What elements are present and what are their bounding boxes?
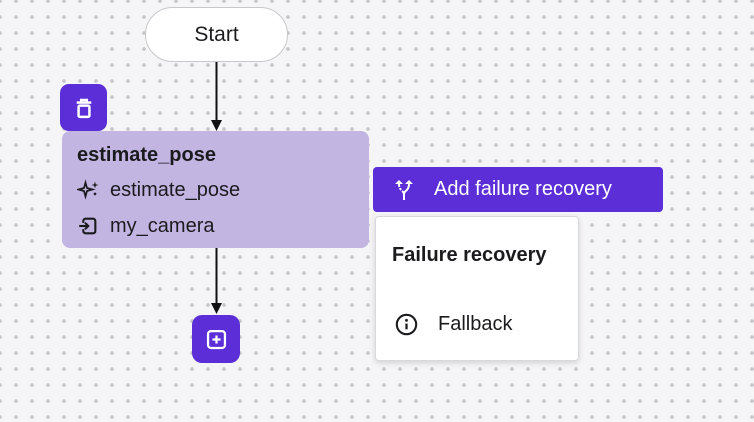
fallback-option-label: Fallback [438,312,513,335]
add-failure-recovery-label: Add failure recovery [434,178,612,200]
delete-node-button[interactable] [60,84,107,131]
trash-icon [76,98,91,118]
input-icon [79,217,97,235]
branch-icon [395,179,413,200]
sparkle-icon [77,179,99,200]
plus-box-icon [206,329,226,349]
resource-name: my_camera [110,214,215,237]
add-failure-recovery-button[interactable]: Add failure recovery [373,167,663,212]
add-step-button[interactable] [192,315,240,363]
skill-name: estimate_pose [110,178,241,201]
task-node-skill-row: estimate_pose [77,177,354,203]
task-node-resource-row: my_camera [77,213,354,239]
fallback-option[interactable]: Fallback [392,311,564,337]
start-node[interactable]: Start [145,7,288,62]
failure-recovery-panel: Failure recovery Fallback [375,216,579,361]
info-icon [395,313,418,335]
failure-recovery-panel-title: Failure recovery [392,244,547,266]
task-node-estimate-pose[interactable]: estimate_pose estimate_pose my_camera [62,131,369,248]
task-node-title: estimate_pose [77,144,216,166]
start-node-label: Start [194,22,239,46]
